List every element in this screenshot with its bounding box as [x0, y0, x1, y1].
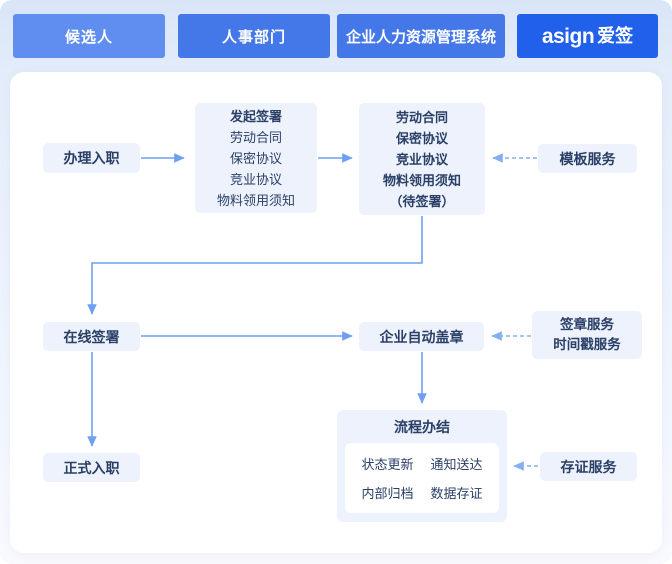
node-seal-service-line: 签章服务 [560, 317, 614, 332]
node-evidence-service: 存证服务 [540, 452, 637, 481]
asign-logo: asign [541, 24, 595, 48]
node-template-service: 模板服务 [538, 144, 637, 173]
node-initiate-line: 保密协议 [229, 150, 282, 166]
node-initiate-signing: 发起签署 劳动合同 保密协议 竞业协议 物料领用须知 [195, 103, 317, 213]
node-pending-line: 保密协议 [395, 130, 448, 146]
node-process-onboarding: 办理入职 [43, 143, 140, 173]
node-process-completion: 流程办结 状态更新 通知送达 内部归档 数据存证 [337, 410, 507, 522]
lane-asign-brand: asign 爱签 [517, 14, 658, 58]
completion-items-panel: 状态更新 通知送达 内部归档 数据存证 [345, 443, 499, 513]
asign-logo-cn: 爱签 [597, 26, 634, 46]
node-pending-line: 劳动合同 [395, 109, 448, 125]
node-formal-onboarding: 正式入职 [43, 453, 140, 482]
node-process-onboarding-label: 办理入职 [63, 150, 120, 166]
node-online-signing: 在线签署 [43, 322, 140, 351]
node-evidence-service-label: 存证服务 [560, 458, 617, 475]
node-initiate-title: 发起签署 [229, 108, 282, 124]
node-pending-line: 竞业协议 [395, 151, 448, 167]
completion-item-data-evidence: 数据存证 [430, 486, 483, 501]
completion-item-notification-delivery: 通知送达 [430, 457, 483, 472]
lane-hr-system: 企业人力资源管理系统 [337, 14, 505, 58]
node-enterprise-auto-stamp-label: 企业自动盖章 [379, 328, 464, 345]
completion-item-internal-archive: 内部归档 [361, 486, 414, 501]
completion-item-status-update: 状态更新 [361, 457, 414, 472]
lane-candidate-label: 候选人 [64, 28, 113, 46]
node-timestamp-service-line: 时间戳服务 [553, 337, 621, 352]
node-process-completion-title: 流程办结 [394, 419, 450, 435]
node-pending-line: 物料领用须知 [382, 172, 461, 188]
node-enterprise-auto-stamp: 企业自动盖章 [359, 322, 484, 351]
lane-hr-system-label: 企业人力资源管理系统 [345, 28, 496, 46]
lane-hr-label: 人事部门 [221, 28, 286, 46]
node-initiate-line: 竞业协议 [229, 171, 282, 187]
node-template-service-label: 模板服务 [559, 150, 616, 167]
node-initiate-line: 劳动合同 [229, 129, 282, 145]
node-seal-timestamp-service: 签章服务 时间戳服务 [532, 311, 642, 359]
node-formal-onboarding-label: 正式入职 [63, 459, 120, 476]
node-online-signing-label: 在线签署 [63, 328, 120, 345]
node-pending-line: （待签署） [389, 193, 455, 209]
lane-candidate: 候选人 [13, 14, 165, 58]
node-documents-pending-signature: 劳动合同 保密协议 竞业协议 物料领用须知 （待签署） [359, 103, 485, 215]
node-initiate-line: 物料领用须知 [216, 192, 295, 208]
lane-hr-department: 人事部门 [178, 14, 330, 58]
